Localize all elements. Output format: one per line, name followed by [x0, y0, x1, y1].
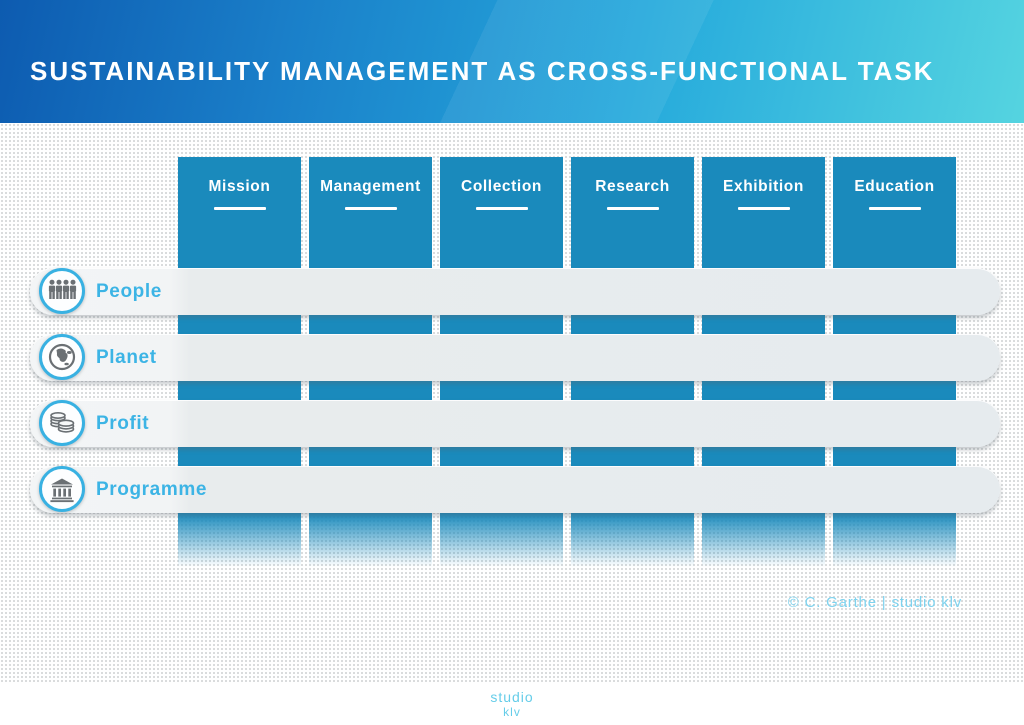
- column-underline: [213, 207, 266, 210]
- slide-title: SUSTAINABILITY MANAGEMENT AS CROSS-FUNCT…: [30, 56, 935, 86]
- column-label: Collection: [461, 178, 542, 195]
- footer-logo: studio klv: [0, 683, 1024, 725]
- column-label: Research: [595, 178, 670, 195]
- column-underline: [606, 207, 659, 210]
- people-icon: [39, 268, 85, 314]
- row-label: Planet: [96, 347, 157, 368]
- column-label: Education: [854, 178, 935, 195]
- row-label: Profit: [96, 413, 150, 434]
- column-label: Exhibition: [723, 178, 804, 195]
- column-underline: [344, 207, 397, 210]
- row-planet: Planet: [30, 334, 1000, 381]
- credit-text: © C. Garthe | studio klv: [787, 594, 962, 611]
- coins-icon: [39, 400, 85, 446]
- column-underline: [737, 207, 790, 210]
- row-profit: Profit: [30, 400, 1000, 447]
- bank-icon: [39, 466, 85, 512]
- footer-logo-line1: studio: [490, 689, 534, 705]
- column-underline: [868, 207, 921, 210]
- column-label: Management: [320, 178, 421, 195]
- row-programme: Programme: [30, 466, 1000, 513]
- matrix-area: Mission Management Collection Research E…: [0, 123, 1024, 683]
- planet-icon: [39, 334, 85, 380]
- row-label: Programme: [96, 479, 207, 500]
- column-label: Mission: [208, 178, 271, 195]
- column-underline: [475, 207, 528, 210]
- footer-logo-line2: klv: [503, 705, 521, 719]
- header-banner: SUSTAINABILITY MANAGEMENT AS CROSS-FUNCT…: [0, 0, 1024, 123]
- row-people: People: [30, 268, 1000, 315]
- row-label: People: [96, 281, 162, 302]
